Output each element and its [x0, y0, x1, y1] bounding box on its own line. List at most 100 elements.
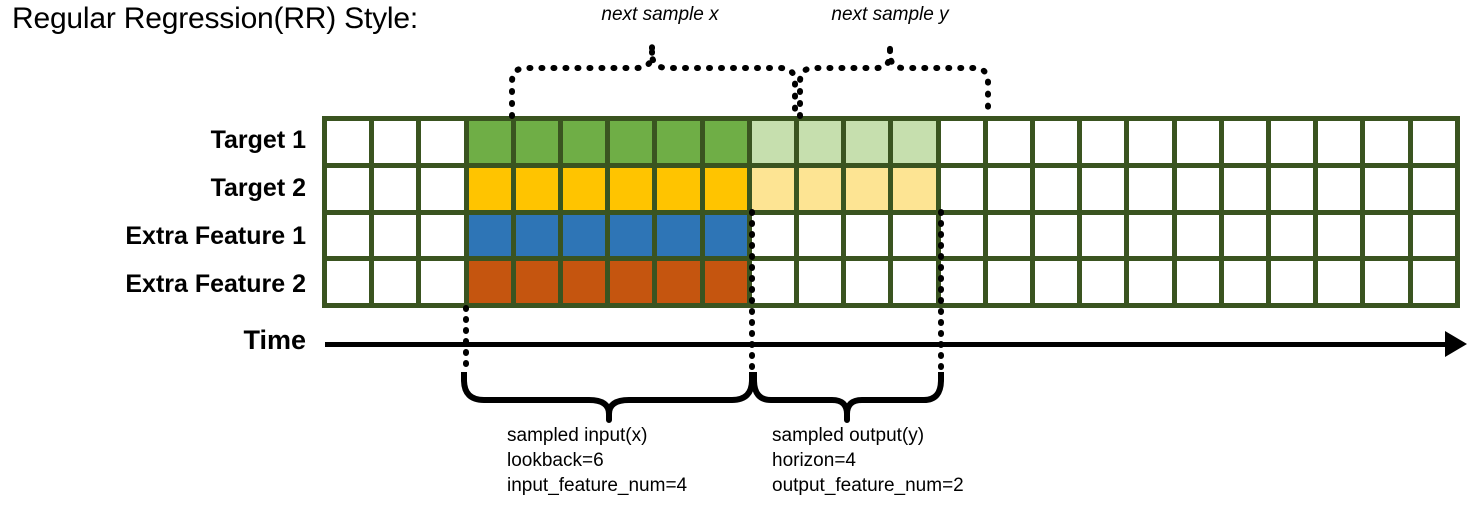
- grid-cell[interactable]: [515, 214, 559, 257]
- grid-cell[interactable]: [468, 121, 511, 163]
- grid-cell[interactable]: [563, 214, 606, 257]
- grid-cell[interactable]: [610, 121, 653, 163]
- grid-cell[interactable]: [1176, 121, 1219, 163]
- grid-cell[interactable]: [1082, 121, 1125, 163]
- grid-cell[interactable]: [1318, 121, 1361, 163]
- grid-cell[interactable]: [327, 121, 370, 163]
- grid-cell[interactable]: [563, 121, 606, 163]
- grid-cell[interactable]: [1412, 167, 1455, 210]
- grid-cell[interactable]: [515, 121, 559, 163]
- brace-sampled-input: [461, 372, 755, 423]
- grid-cell[interactable]: [657, 167, 700, 210]
- grid-cell[interactable]: [799, 167, 842, 210]
- grid-cell[interactable]: [374, 214, 417, 257]
- grid-cell[interactable]: [374, 121, 417, 163]
- grid-row: [327, 214, 1455, 257]
- grid-cell[interactable]: [1129, 214, 1172, 257]
- grid-cell[interactable]: [657, 121, 700, 163]
- grid-cell[interactable]: [1271, 261, 1314, 303]
- grid-cell[interactable]: [1365, 261, 1408, 303]
- grid-cell[interactable]: [987, 261, 1031, 303]
- grid-cell[interactable]: [563, 261, 606, 303]
- grid-cell[interactable]: [846, 167, 889, 210]
- grid-cell[interactable]: [1223, 261, 1267, 303]
- grid-cell[interactable]: [421, 214, 464, 257]
- grid-cell[interactable]: [1365, 167, 1408, 210]
- grid-cell[interactable]: [1035, 214, 1078, 257]
- grid-cell[interactable]: [1223, 121, 1267, 163]
- grid-cell[interactable]: [893, 261, 936, 303]
- grid-cell[interactable]: [1318, 261, 1361, 303]
- grid-cell[interactable]: [468, 214, 511, 257]
- grid-cell[interactable]: [515, 167, 559, 210]
- grid-cell[interactable]: [1035, 121, 1078, 163]
- grid-cell[interactable]: [327, 214, 370, 257]
- grid-cell[interactable]: [1271, 214, 1314, 257]
- grid-cell[interactable]: [421, 261, 464, 303]
- grid-cell[interactable]: [1035, 167, 1078, 210]
- grid-cell[interactable]: [799, 121, 842, 163]
- grid-cell[interactable]: [374, 167, 417, 210]
- grid-cell[interactable]: [421, 121, 464, 163]
- grid-cell[interactable]: [1082, 261, 1125, 303]
- grid-cell[interactable]: [1176, 167, 1219, 210]
- grid-cell[interactable]: [1129, 121, 1172, 163]
- grid-cell[interactable]: [1365, 121, 1408, 163]
- page-title: Regular Regression(RR) Style:: [12, 2, 419, 35]
- grid-cell[interactable]: [610, 214, 653, 257]
- grid-cell[interactable]: [799, 261, 842, 303]
- grid-cell[interactable]: [610, 261, 653, 303]
- grid-cell[interactable]: [940, 121, 983, 163]
- grid-cell[interactable]: [704, 121, 747, 163]
- grid-cell[interactable]: [1176, 214, 1219, 257]
- grid-cell[interactable]: [704, 214, 747, 257]
- grid-cell[interactable]: [751, 261, 795, 303]
- grid-cell[interactable]: [751, 214, 795, 257]
- grid-cell[interactable]: [1412, 214, 1455, 257]
- grid-cell[interactable]: [751, 167, 795, 210]
- grid-cell[interactable]: [893, 121, 936, 163]
- grid-cell[interactable]: [1176, 261, 1219, 303]
- grid-cell[interactable]: [1035, 261, 1078, 303]
- grid-cell[interactable]: [1129, 167, 1172, 210]
- grid-cell[interactable]: [1271, 167, 1314, 210]
- grid-cell[interactable]: [1082, 167, 1125, 210]
- grid-cell[interactable]: [657, 214, 700, 257]
- grid-cell[interactable]: [751, 121, 795, 163]
- grid-cell[interactable]: [657, 261, 700, 303]
- grid-cell[interactable]: [893, 214, 936, 257]
- grid-cell[interactable]: [704, 261, 747, 303]
- grid-cell[interactable]: [1412, 121, 1455, 163]
- grid-cell[interactable]: [846, 214, 889, 257]
- grid-cell[interactable]: [1082, 214, 1125, 257]
- grid-cell[interactable]: [1223, 167, 1267, 210]
- grid-cell[interactable]: [1412, 261, 1455, 303]
- grid-cell[interactable]: [987, 167, 1031, 210]
- grid-cell[interactable]: [563, 167, 606, 210]
- grid-cell[interactable]: [940, 167, 983, 210]
- grid-cell[interactable]: [374, 261, 417, 303]
- grid-cell[interactable]: [987, 214, 1031, 257]
- grid-cell[interactable]: [327, 167, 370, 210]
- grid-cell[interactable]: [1365, 214, 1408, 257]
- grid-cell[interactable]: [846, 261, 889, 303]
- grid-cell[interactable]: [704, 167, 747, 210]
- grid-cell[interactable]: [846, 121, 889, 163]
- grid-cell[interactable]: [468, 167, 511, 210]
- grid-cell[interactable]: [421, 167, 464, 210]
- grid-cell[interactable]: [987, 121, 1031, 163]
- grid-cell[interactable]: [610, 167, 653, 210]
- grid-cell[interactable]: [515, 261, 559, 303]
- grid-cell[interactable]: [1223, 214, 1267, 257]
- grid-cell[interactable]: [1318, 167, 1361, 210]
- grid-cell[interactable]: [327, 261, 370, 303]
- grid-cell[interactable]: [1271, 121, 1314, 163]
- grid-cell[interactable]: [940, 261, 983, 303]
- grid-cell[interactable]: [1318, 214, 1361, 257]
- grid-cell[interactable]: [893, 167, 936, 210]
- grid-cell[interactable]: [940, 214, 983, 257]
- grid-cell[interactable]: [468, 261, 511, 303]
- grid-cell[interactable]: [1129, 261, 1172, 303]
- grid-cell[interactable]: [799, 214, 842, 257]
